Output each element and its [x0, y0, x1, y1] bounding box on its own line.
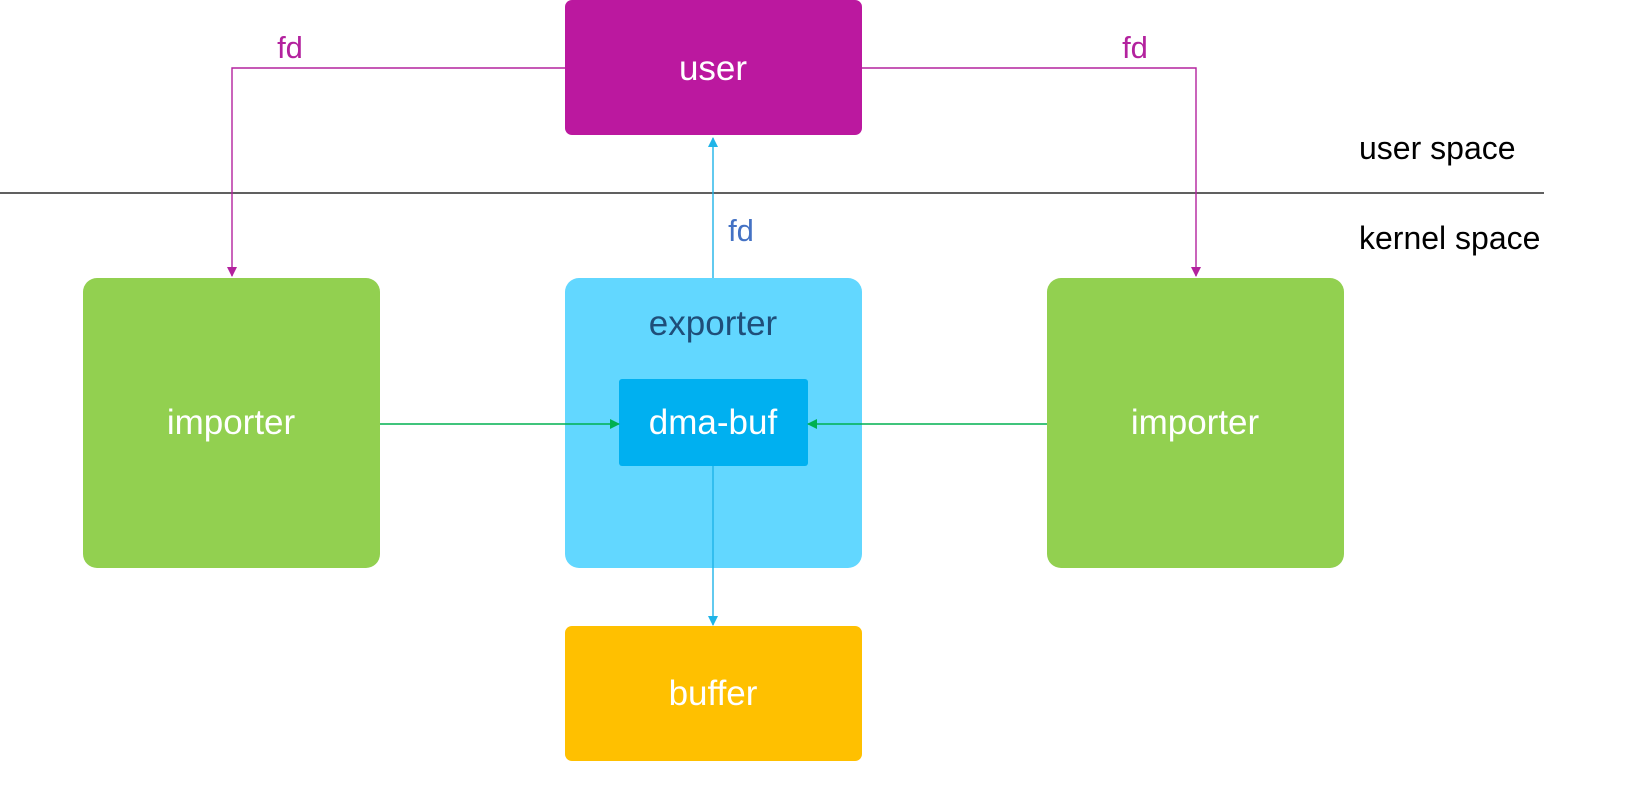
- kernel-space-label: kernel space: [1359, 220, 1540, 256]
- importer-left-label: importer: [167, 403, 296, 442]
- fd-label-exporter: fd: [728, 213, 754, 248]
- user-space-label: user space: [1359, 130, 1516, 166]
- user-node: user: [565, 0, 862, 135]
- user-node-label: user: [679, 49, 747, 88]
- fd-arrow-user-to-right-importer: [862, 67, 1201, 277]
- importer-right-node: importer: [1047, 278, 1344, 568]
- buffer-node: buffer: [565, 626, 862, 761]
- exporter-node-label: exporter: [649, 304, 778, 343]
- fd-label-left: fd: [277, 30, 303, 65]
- buffer-node-label: buffer: [669, 674, 758, 713]
- importer-left-node: importer: [83, 278, 380, 568]
- fd-label-right: fd: [1122, 30, 1148, 65]
- dma-buf-node-label: dma-buf: [649, 403, 778, 442]
- importer-right-label: importer: [1131, 403, 1260, 442]
- fd-arrow-user-to-left-importer: [227, 67, 565, 277]
- dma-buf-node: dma-buf: [619, 379, 808, 466]
